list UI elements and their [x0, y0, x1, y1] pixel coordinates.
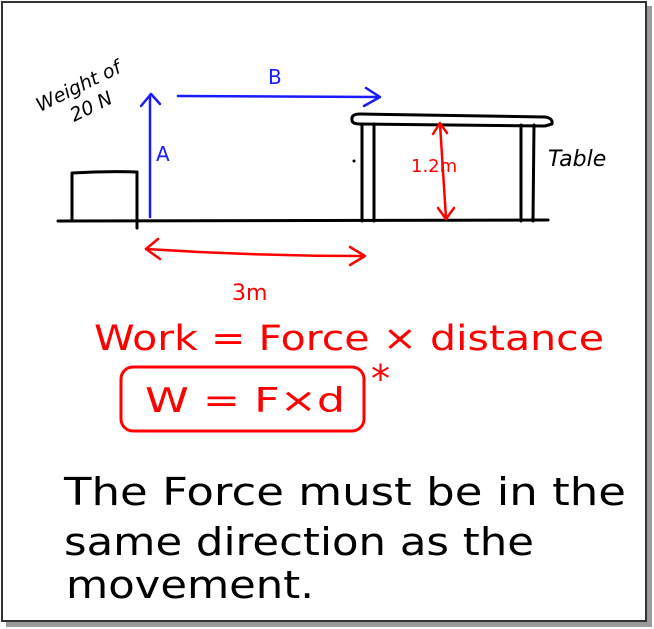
formula-text: W = F×d [145, 381, 345, 421]
weight-box [70, 170, 139, 230]
arrow-b-head [362, 86, 382, 108]
formula-star: * [371, 357, 390, 401]
arrow-b-label: B [268, 65, 282, 89]
table-top [350, 112, 554, 128]
height-arrow-shaft [438, 122, 448, 220]
distance-label: 3m [232, 281, 267, 306]
note-line-3: movement. [66, 563, 314, 607]
height-arrow-head-bottom [436, 206, 456, 221]
distance-arrow-head-left [144, 237, 162, 261]
arrow-a-head [139, 92, 162, 108]
distance-arrow-shaft [144, 247, 366, 258]
formula-box [119, 365, 366, 433]
note-line-1: The Force must be in the [63, 470, 626, 514]
ground-line [56, 218, 550, 223]
height-arrow-head-top [431, 121, 449, 136]
arrow-a-label: A [156, 142, 170, 166]
arrow-b-shaft [176, 94, 380, 99]
page-border [1, 1, 647, 622]
ink-dot [352, 159, 356, 163]
work-equation: Work = Force × distance [94, 319, 604, 359]
table-label: Table [548, 147, 606, 172]
table-leg-right-inner [531, 123, 536, 223]
note-line-2: same direction as the [64, 520, 534, 564]
distance-arrow-head-right [348, 245, 367, 267]
height-label: 1.2m [411, 156, 457, 177]
